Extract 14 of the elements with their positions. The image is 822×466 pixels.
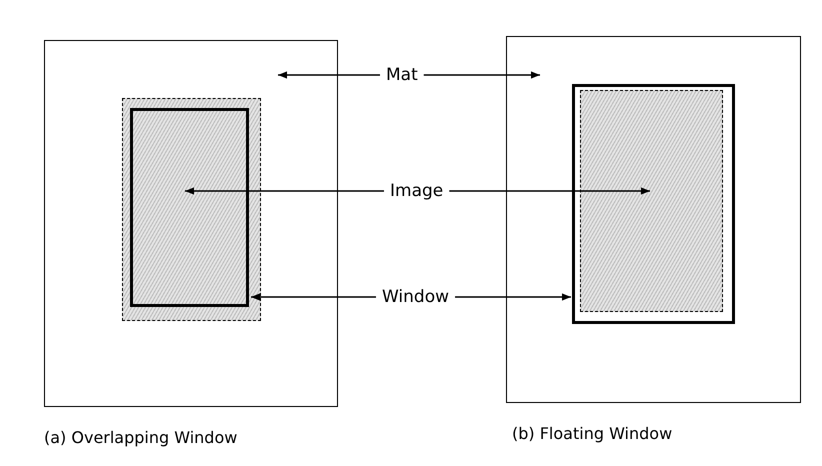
mat-board [506,36,801,403]
leader-line [278,71,380,79]
leader-line [449,187,650,195]
leader-line [455,293,571,301]
leader-line [251,293,376,301]
leader-line [424,71,540,79]
window-opening [130,108,249,307]
image-area [122,98,260,320]
caption: (b) Floating Window [512,424,672,444]
leader-line [185,187,384,195]
image-area [580,90,722,312]
window-opening [572,84,734,324]
mat-board [44,40,338,407]
caption: (a) Overlapping Window [44,428,238,448]
